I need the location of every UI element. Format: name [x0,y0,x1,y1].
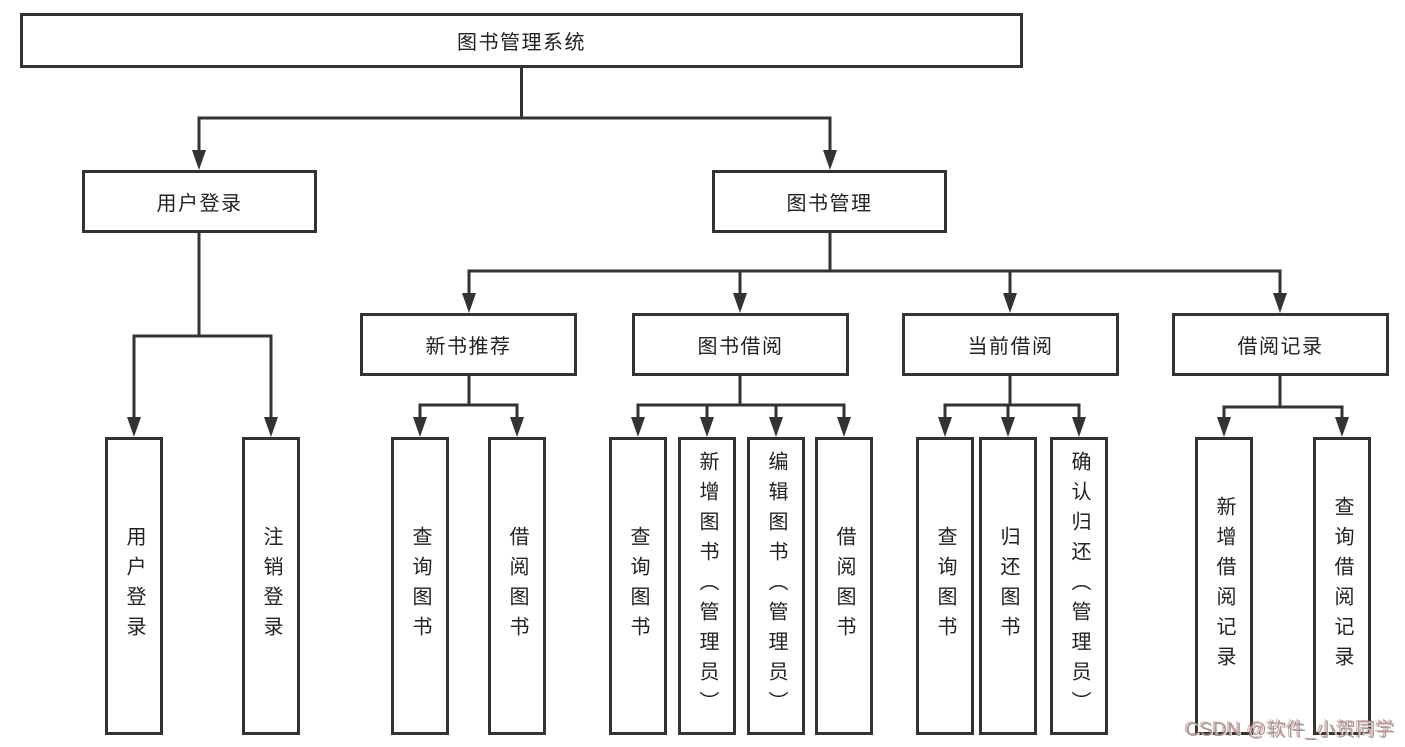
leaf-add-borrow-record: 新增借阅记录 [1195,437,1253,735]
connector-current-borrow-group [943,374,1081,423]
node-label: 借阅记录 [1237,336,1324,358]
node-label: 新书推荐 [425,336,512,358]
node-label: 确认归还（管理员） [1068,451,1090,721]
leaf-edit-books-admin: 编辑图书（管理员） [747,437,805,735]
connector-book-management-group [467,231,1282,299]
node-label: 查询借阅记录 [1331,496,1353,676]
connector-user-login-group [132,231,273,423]
connector-book-borrow-group [636,374,846,423]
node-label: 注销登录 [260,526,282,646]
node-label: 借阅图书 [833,526,855,646]
node-label: 查询图书 [934,526,956,646]
node-label: 新增图书（管理员） [696,451,718,721]
node-label: 查询图书 [409,526,431,646]
node-label: 归还图书 [997,526,1019,646]
leaf-return-books: 归还图书 [979,437,1037,735]
connector-root [197,66,832,154]
leaf-query-borrow-record: 查询借阅记录 [1313,437,1371,735]
node-book-management: 图书管理 [712,170,947,233]
leaf-logout: 注销登录 [242,437,300,735]
leaf-borrow-books-recommend: 借阅图书 [488,437,546,735]
node-book-borrow: 图书借阅 [632,313,849,376]
leaf-confirm-return-admin: 确认归还（管理员） [1050,437,1108,735]
node-current-borrow: 当前借阅 [902,313,1119,376]
arrowheads [127,150,1349,437]
node-label: 借阅图书 [506,526,528,646]
node-label: 新增借阅记录 [1213,496,1235,676]
node-label: 图书借阅 [697,336,784,358]
node-label: 编辑图书（管理员） [765,451,787,721]
node-user-login: 用户登录 [82,170,317,233]
node-borrow-records: 借阅记录 [1172,313,1389,376]
node-label: 查询图书 [627,526,649,646]
node-label: 图书管理 [786,193,873,215]
node-label: 用户登录 [123,526,145,646]
node-label: 图书管理系统 [457,32,586,54]
connector-borrow-records-group [1222,374,1344,423]
node-label: 用户登录 [156,193,243,215]
leaf-query-books-current: 查询图书 [916,437,974,735]
connector-new-book-group [418,374,519,423]
node-label: 当前借阅 [967,336,1054,358]
node-root: 图书管理系统 [20,13,1023,68]
leaf-borrow-books: 借阅图书 [815,437,873,735]
leaf-query-books-recommend: 查询图书 [391,437,449,735]
leaf-add-books-admin: 新增图书（管理员） [678,437,736,735]
node-new-book-recommend: 新书推荐 [360,313,577,376]
leaf-query-books-borrow: 查询图书 [609,437,667,735]
csdn-watermark: CSDN @软件_小贺同学 [1186,720,1396,741]
leaf-user-login: 用户登录 [105,437,163,735]
